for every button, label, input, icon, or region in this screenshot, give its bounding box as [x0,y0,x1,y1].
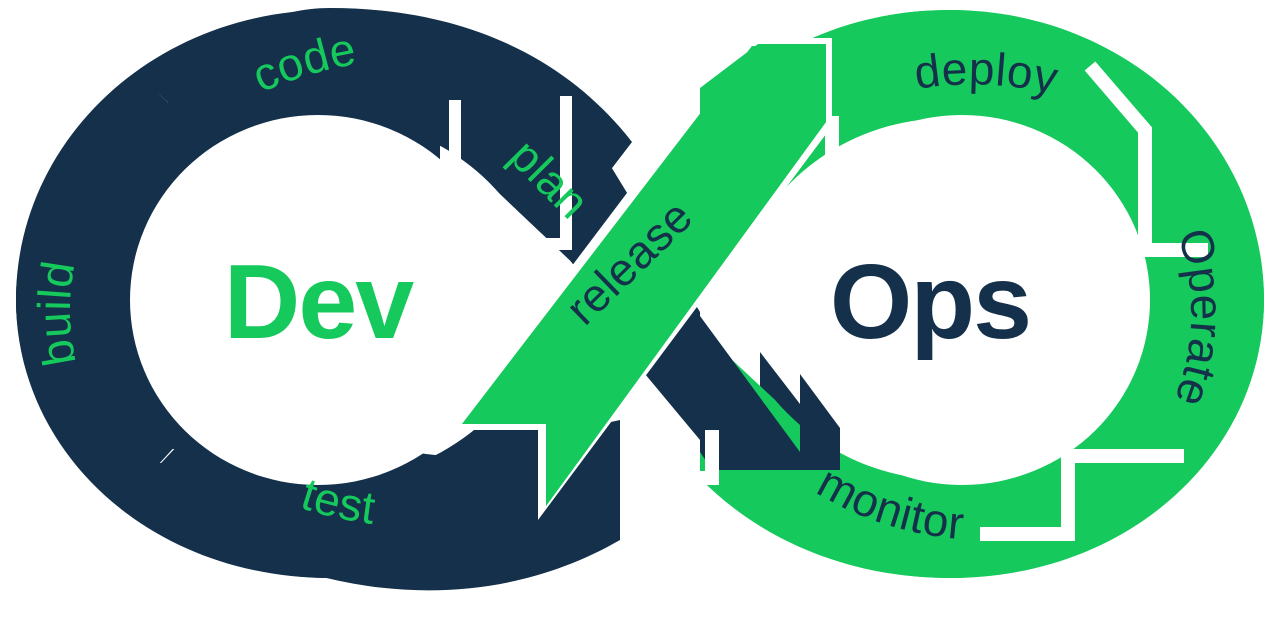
release-band-front [462,46,826,506]
dev-build-wedge [16,80,214,502]
dev-core-label: Dev [224,243,415,361]
dev-test-wedge [130,330,580,578]
gap-plan-release [449,96,572,250]
label-build: build [28,257,86,370]
gap-cross-monitor [700,430,719,485]
gap-operate-monitor [980,449,1184,541]
monitor-segment-shape [700,330,1150,578]
dev-code-wedge [150,10,578,268]
dev-inner-disc [130,115,506,485]
ops-core-label: Ops [830,243,1030,361]
ops-stage-monitor[interactable] [700,330,1150,578]
dev-cross-tail-front [700,316,840,470]
gap-deploy-operate [1084,61,1208,257]
ops-inner-disc [774,115,1150,485]
ops-stage-operate[interactable] [1066,80,1264,502]
operate-segment-shape [1066,80,1264,502]
